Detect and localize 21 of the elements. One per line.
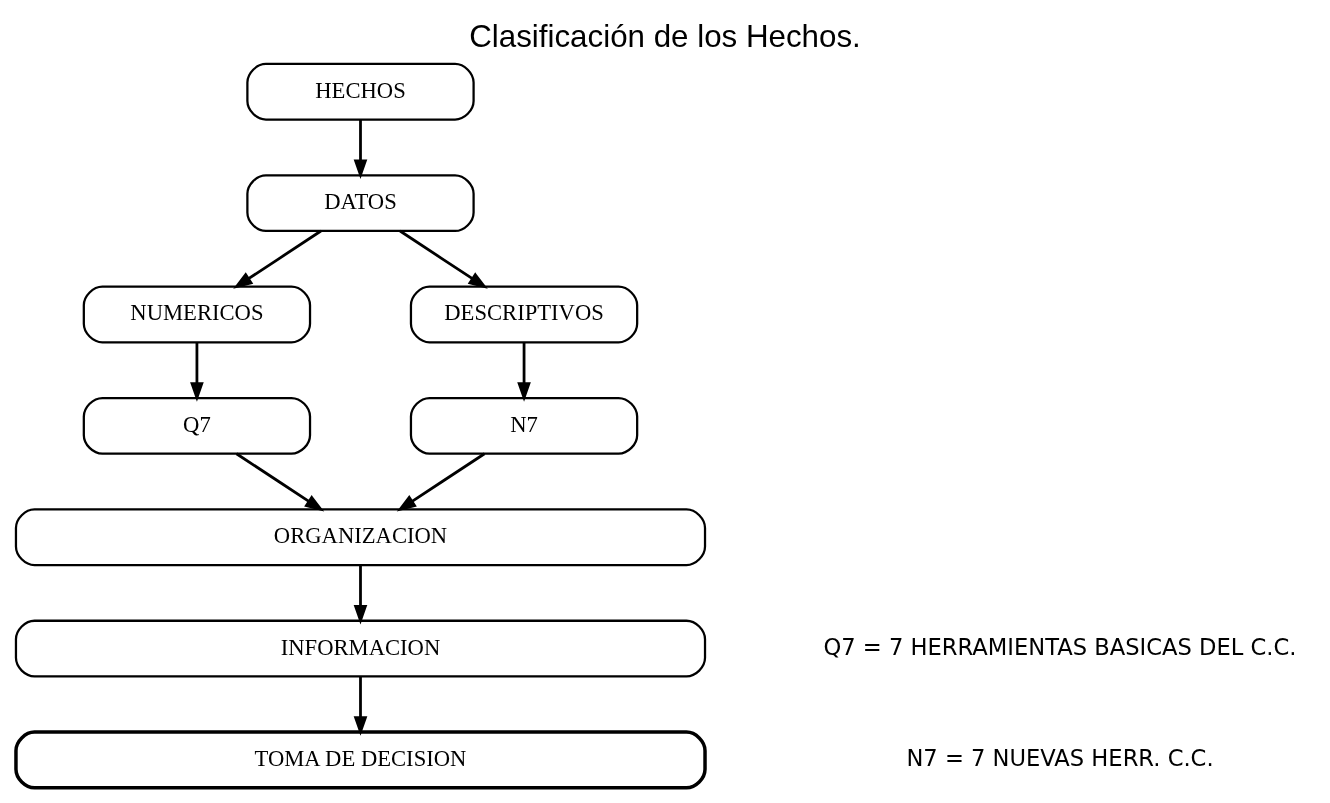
node-box: INFORMACION	[14, 619, 707, 678]
node-box: DESCRIPTIVOS	[409, 285, 639, 344]
arrow	[353, 676, 368, 736]
arrow	[190, 342, 204, 402]
arrow	[235, 452, 325, 512]
arrow	[517, 342, 531, 402]
node-box: ORGANIZACION	[14, 508, 707, 567]
label: Q7 = 7 HERRAMIENTAS BASICAS DEL C.C.	[823, 633, 1297, 660]
node-box: DATOS	[246, 174, 475, 233]
arrow	[396, 452, 486, 512]
node-box: TOMA DE DECISION	[14, 730, 707, 790]
label: N7 = 7 NUEVAS HERR. C.C.	[906, 744, 1214, 771]
node-box: N7	[409, 396, 639, 455]
node-box: NUMERICOS	[82, 285, 312, 344]
diagram-title: Clasificación de los Hechos.	[469, 19, 861, 55]
arrow	[353, 565, 368, 625]
node-box: Q7	[82, 396, 312, 455]
arrow	[233, 229, 322, 289]
arrow	[399, 229, 488, 289]
arrow	[353, 119, 368, 179]
node-box: HECHOS	[246, 62, 475, 121]
